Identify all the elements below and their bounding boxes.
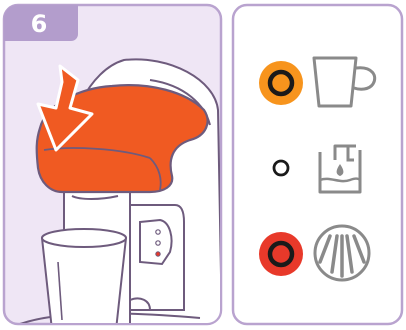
left-panel [4,5,222,330]
cup-indicator [259,61,303,105]
cleaning-indicator [259,232,303,276]
step-number: 6 [22,10,56,38]
button-plate [140,220,172,264]
glass-cup [42,229,126,330]
water-tank-indicator [274,161,288,175]
right-panel [233,5,402,324]
